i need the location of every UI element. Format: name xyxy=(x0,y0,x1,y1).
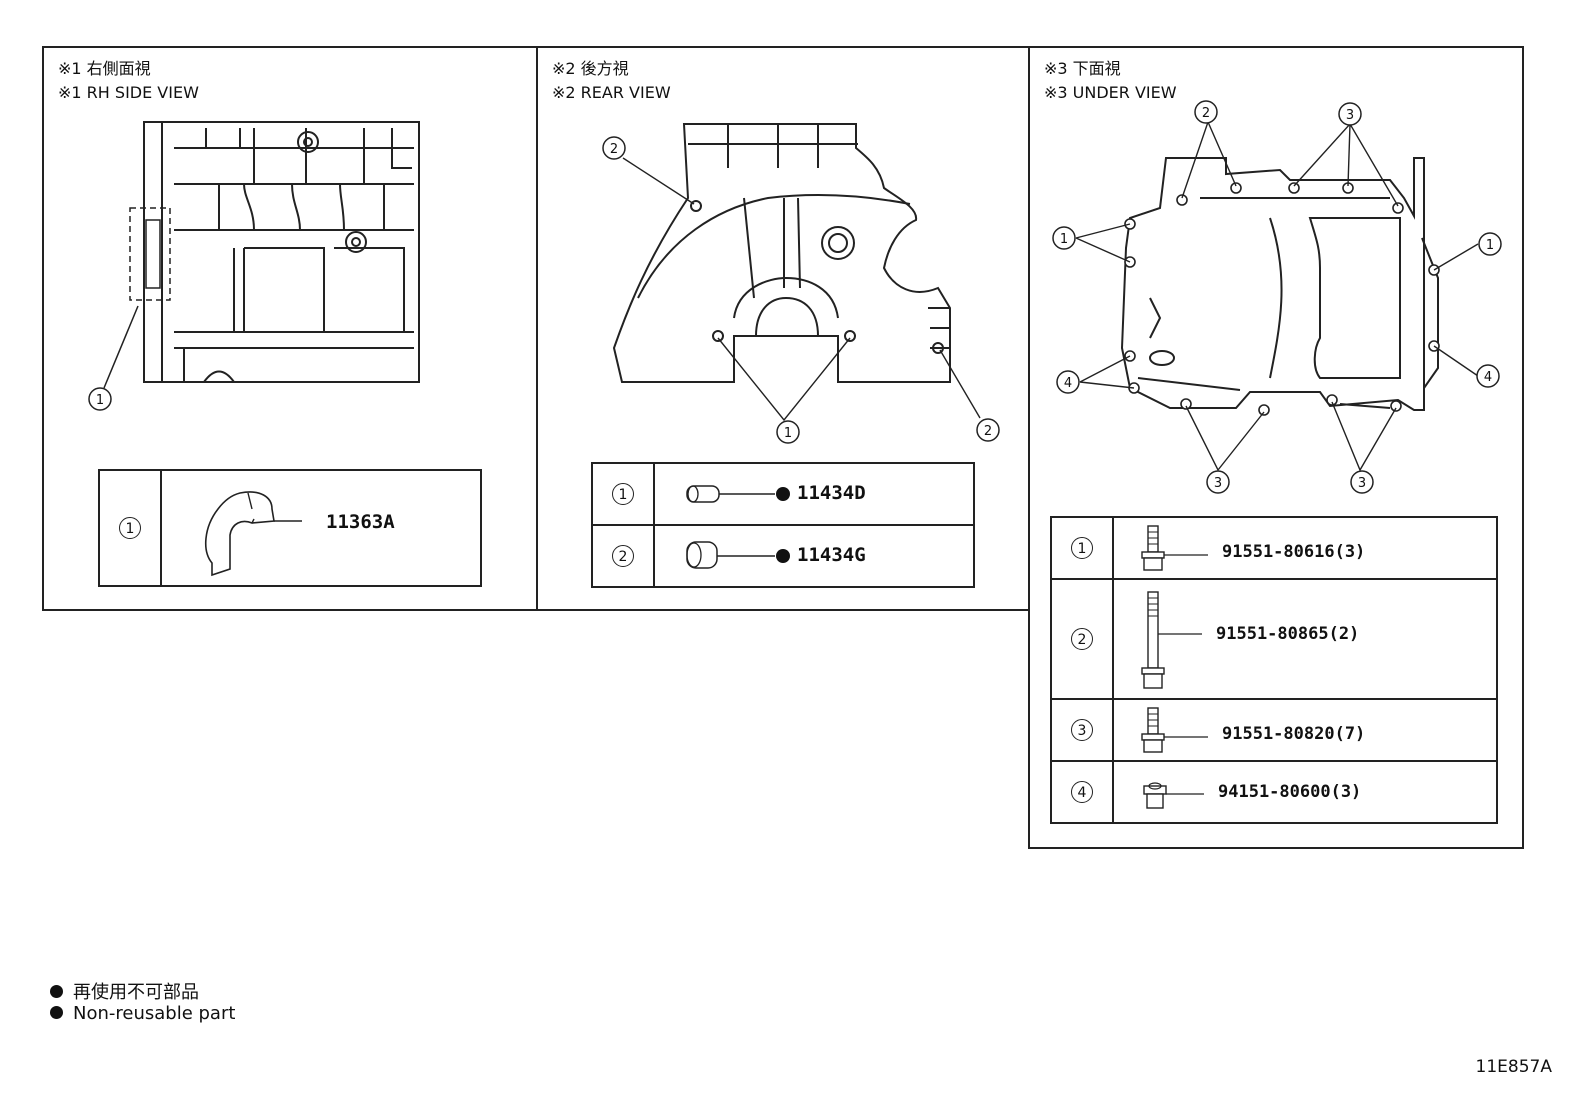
callout-3: 3 xyxy=(1346,108,1354,123)
legend-label: 再使用不可部品 xyxy=(73,982,199,1003)
part-index: 2 xyxy=(1071,628,1093,650)
part-number: 11434G xyxy=(797,544,866,566)
table-row: 2 91551-80865(2) xyxy=(1050,578,1498,700)
part-number: 11434D xyxy=(797,482,866,504)
callout-2: 2 xyxy=(610,142,618,157)
part-index: 1 xyxy=(119,517,141,539)
legend-non-reusable-jp: 再使用不可部品 xyxy=(50,978,199,1004)
callout-3: 3 xyxy=(1214,476,1222,491)
callout-3: 3 xyxy=(1358,476,1366,491)
flange-bolt-icon xyxy=(1141,707,1208,753)
table-row: 3 91551-80820(7) xyxy=(1050,698,1498,762)
legend-non-reusable-en: Non-reusable part xyxy=(50,1003,235,1024)
panel-title-en: ※2 REAR VIEW xyxy=(552,83,671,102)
dowel-sleeve-icon xyxy=(686,541,790,569)
part-number: 94151-80600(3) xyxy=(1218,782,1362,802)
flange-bolt-icon xyxy=(1141,525,1208,571)
table-row: 2 11434G xyxy=(591,524,975,588)
part-number: 91551-80616(3) xyxy=(1222,542,1366,562)
part-number: 11363A xyxy=(326,511,395,533)
table-row: 1 11363A xyxy=(98,469,482,587)
part-index: 4 xyxy=(1071,781,1093,803)
parts-table-rh-side: 1 11363A xyxy=(98,469,482,587)
oil-pan-underside-illustration: 2 3 1 1 4 4 3 3 xyxy=(1052,100,1502,494)
bearing-shell-icon xyxy=(205,491,302,577)
part-number: 91551-80865(2) xyxy=(1216,624,1360,644)
non-reusable-dot-icon xyxy=(50,1005,63,1019)
panel-title-en: ※3 UNDER VIEW xyxy=(1044,83,1177,102)
rear-view-panel: ※2 後方視 ※2 REAR VIEW 2 1 2 xyxy=(536,46,1030,611)
parts-table-under: 1 91551-80616(3) 2 xyxy=(1050,516,1498,824)
illustration-code: 11E857A xyxy=(1475,1057,1552,1077)
non-reusable-dot-icon xyxy=(50,984,63,998)
panel-title-en: ※1 RH SIDE VIEW xyxy=(58,83,199,102)
part-index: 1 xyxy=(1071,537,1093,559)
callout-1: 1 xyxy=(784,426,792,441)
table-row: 1 91551-80616(3) xyxy=(1050,516,1498,580)
rh-side-view-panel: ※1 右側面視 ※1 RH SIDE VIEW 1 1 xyxy=(42,46,538,611)
table-row: 4 94151-80600(3) xyxy=(1050,760,1498,824)
engine-block-rear-illustration: 2 1 2 xyxy=(602,123,1000,444)
panel-title-jp: ※2 後方視 xyxy=(552,59,629,78)
callout-1: 1 xyxy=(1060,232,1068,247)
flange-nut-icon xyxy=(1143,782,1204,809)
callout-1: 1 xyxy=(1486,238,1494,253)
part-index: 1 xyxy=(612,483,634,505)
callout-2: 2 xyxy=(1202,106,1210,121)
engine-block-side-illustration: 1 xyxy=(88,121,420,411)
callout-4: 4 xyxy=(1484,370,1492,385)
part-index: 2 xyxy=(612,545,634,567)
callout-2: 2 xyxy=(984,424,992,439)
callout-1: 1 xyxy=(96,393,104,408)
dowel-pin-icon xyxy=(686,485,790,503)
part-index: 3 xyxy=(1071,719,1093,741)
part-number: 91551-80820(7) xyxy=(1222,724,1366,744)
legend-label: Non-reusable part xyxy=(73,1003,236,1024)
table-row: 1 11434D xyxy=(591,462,975,526)
panel-title-jp: ※1 右側面視 xyxy=(58,59,151,78)
panel-title-jp: ※3 下面視 xyxy=(1044,59,1121,78)
under-view-panel: ※3 下面視 ※3 UNDER VIEW xyxy=(1028,46,1524,849)
callout-4: 4 xyxy=(1064,376,1072,391)
parts-table-rear: 1 11434D 2 xyxy=(591,462,975,588)
long-stud-bolt-icon xyxy=(1141,591,1202,689)
